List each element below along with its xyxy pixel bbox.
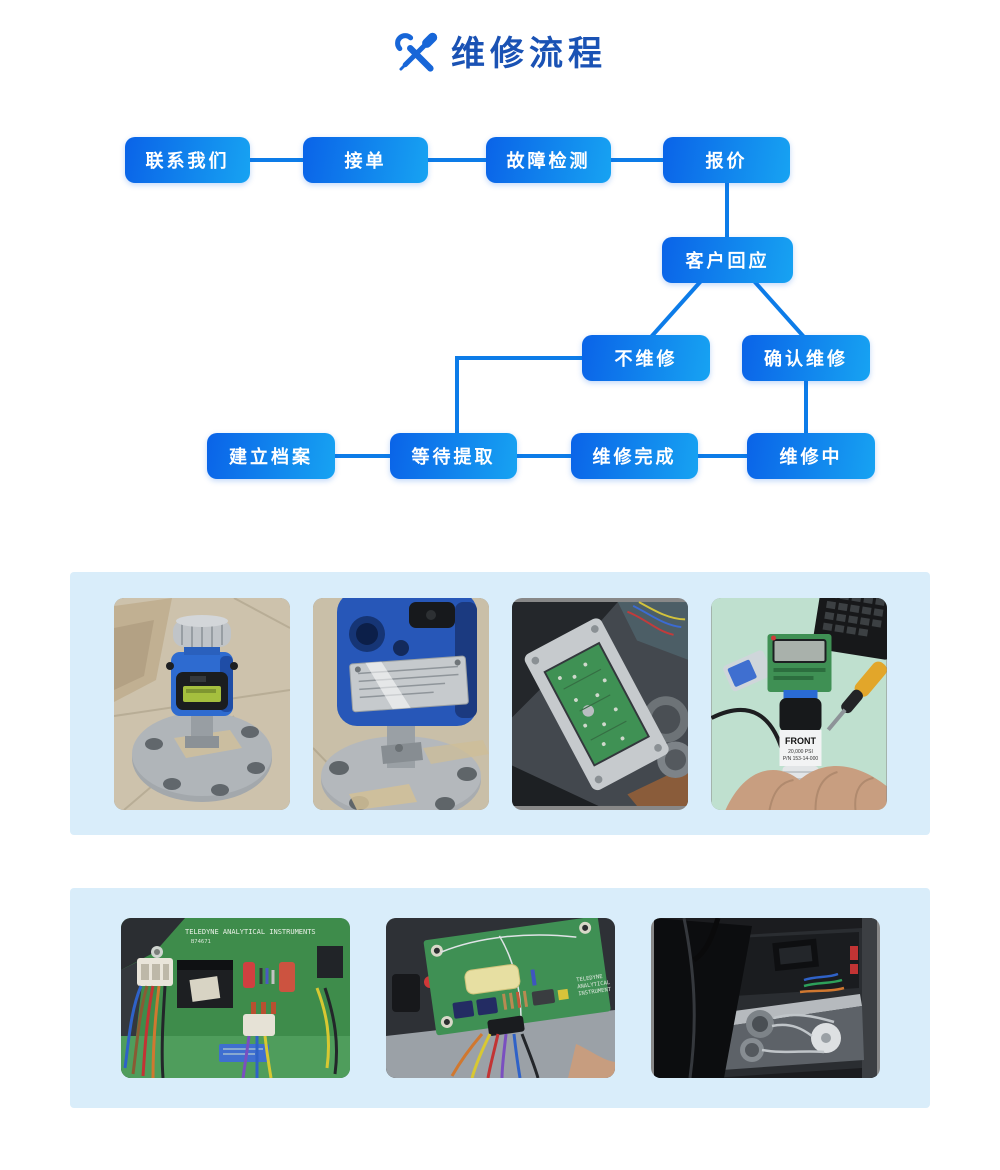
flow-node-repair-complete: 维修完成 <box>571 433 698 479</box>
photo-transmitter-closeup <box>312 597 489 810</box>
photo-sensor-module: FRONT 20,000 PSI P/N 153-14-000 <box>710 597 887 810</box>
photo-chassis-open <box>650 918 880 1078</box>
flow-node-wait-pickup: 等待提取 <box>390 433 517 479</box>
flow-node-repairing: 维修中 <box>747 433 875 479</box>
sensor-label-front: FRONT <box>785 736 816 746</box>
photo-gallery-top: FRONT 20,000 PSI P/N 153-14-000 <box>70 572 930 835</box>
psu-silk-line2: ANALYTICAL <box>576 980 610 991</box>
flow-node-accept-order: 接单 <box>303 137 428 183</box>
flow-node-no-repair: 不维修 <box>582 335 710 381</box>
page-title: 维修流程 <box>451 35 607 73</box>
flow-node-customer-response: 客户回应 <box>662 237 793 283</box>
psu-silk-line1: TELEDYNE <box>575 974 602 984</box>
flow-node-quote: 报价 <box>663 137 790 183</box>
flow-node-create-archive: 建立档案 <box>207 433 335 479</box>
sensor-label-psi: 20,000 PSI <box>788 749 813 755</box>
flow-node-fault-detection: 故障检测 <box>486 137 611 183</box>
board-silk-text2: B74671 <box>191 939 211 945</box>
photo-pcb-bracket <box>511 597 688 810</box>
photo-teledyne-psu-board: TELEDYNE ANALYTICAL INSTRUMENT <box>385 918 615 1078</box>
flow-node-confirm-repair: 确认维修 <box>742 335 870 381</box>
photo-gallery-bottom: TELEDYNE ANALYTICAL INSTRUMENTS B74671 <box>70 888 930 1108</box>
flow-connector-lines <box>250 158 808 458</box>
flow-node-contact: 联系我们 <box>125 137 250 183</box>
photo-teledyne-mainboard: TELEDYNE ANALYTICAL INSTRUMENTS B74671 <box>120 918 350 1078</box>
page-header: 维修流程 <box>0 28 1000 80</box>
sensor-label-pn: P/N 153-14-000 <box>782 756 818 762</box>
board-silk-text: TELEDYNE ANALYTICAL INSTRUMENTS <box>185 928 316 936</box>
psu-silk-line3: INSTRUMENT <box>577 987 611 998</box>
photo-transmitter-front <box>113 597 290 810</box>
tools-icon <box>393 31 439 77</box>
repair-flowchart: 联系我们 接单 故障检测 报价 客户回应 不维修 确认维修 建立档案 等待提取 … <box>0 120 1000 520</box>
